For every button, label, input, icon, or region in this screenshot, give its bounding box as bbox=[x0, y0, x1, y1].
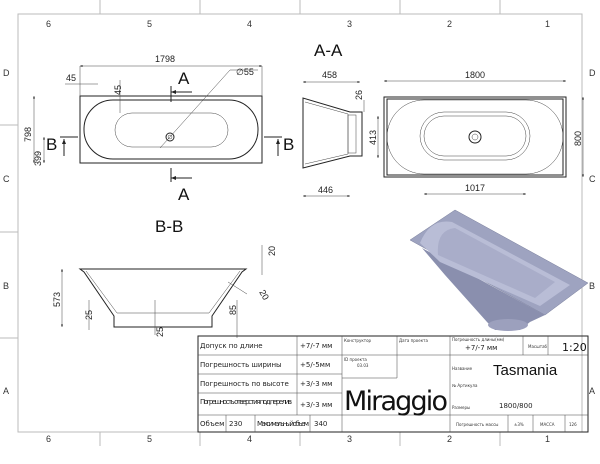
date-label: Дата проекта bbox=[399, 338, 428, 343]
length-tolerance-label: Погрешность длины(мм) bbox=[452, 337, 505, 342]
drawing-frame bbox=[0, 0, 583, 446]
dim-length: 1798 bbox=[155, 54, 175, 64]
dim-half-width: 399 bbox=[33, 151, 43, 166]
section-a-marker: A bbox=[178, 69, 190, 88]
drain-diameter: ∅55 bbox=[236, 67, 254, 77]
mass-value: 126 bbox=[569, 422, 577, 427]
dim-rim: 26 bbox=[354, 90, 364, 100]
column-label: 3 bbox=[347, 434, 352, 444]
tolerance-label: Погрешность отверстия под перелив bbox=[200, 398, 292, 406]
column-label: 4 bbox=[247, 19, 252, 29]
dim-top: 458 bbox=[322, 70, 337, 80]
column-label: 1 bbox=[545, 19, 550, 29]
row-label: A bbox=[589, 386, 595, 396]
length-tolerance-value: +7/-7 мм bbox=[465, 344, 497, 352]
column-label: 3 bbox=[347, 19, 352, 29]
scale-value: 1:20 bbox=[562, 341, 587, 354]
dim-height: 573 bbox=[52, 292, 62, 307]
project-id-label: ID проекта bbox=[344, 357, 367, 362]
size-value: 1800/800 bbox=[499, 402, 533, 410]
dim-rim-top: 45 bbox=[113, 85, 123, 95]
dim-bottom: 25 bbox=[84, 310, 94, 320]
row-label: B bbox=[589, 281, 595, 291]
volume-value: 230 bbox=[229, 420, 242, 428]
section-b-marker: B bbox=[283, 135, 294, 154]
tolerance-value: +7/-7 мм bbox=[300, 342, 332, 350]
column-label: 6 bbox=[46, 19, 51, 29]
mass-tolerance-label: Погрешность массы bbox=[456, 422, 498, 427]
column-label: 5 bbox=[147, 434, 152, 444]
dim-bottom-2: 25 bbox=[155, 327, 165, 337]
max-volume-label: Максимальный объем bbox=[257, 420, 309, 428]
section-aa: A-A 458 446 26 bbox=[302, 41, 365, 197]
dim-wall: 20 bbox=[257, 288, 271, 302]
tolerance-value: +5/-5мм bbox=[300, 361, 330, 369]
row-label: D bbox=[589, 68, 596, 78]
dim-width: 798 bbox=[23, 127, 33, 142]
brand-logo: Miraggio bbox=[344, 386, 448, 417]
bathtub-3d-render bbox=[409, 209, 589, 331]
size-label: Размеры bbox=[452, 405, 470, 410]
dim-length: 1800 bbox=[465, 70, 485, 80]
mass-tolerance-value: ±3% bbox=[514, 422, 524, 427]
article-label: № Артикула bbox=[452, 383, 478, 388]
right-top-view: 1800 800 413 1017 bbox=[368, 70, 584, 195]
tolerance-value: +3/-3 мм bbox=[300, 401, 332, 409]
zone-labels: 6 5 4 3 2 1 6 5 4 3 2 1 D C B A D C B A bbox=[3, 19, 596, 444]
dim-rim: 20 bbox=[267, 246, 277, 256]
row-label: C bbox=[3, 174, 10, 184]
column-label: 2 bbox=[447, 434, 452, 444]
column-label: 2 bbox=[447, 19, 452, 29]
mass-label: МАССА bbox=[540, 422, 555, 427]
name-label: Название bbox=[452, 366, 473, 371]
product-name: Tasmania bbox=[493, 362, 558, 379]
section-aa-title: A-A bbox=[314, 41, 343, 60]
dim-rim-side: 45 bbox=[66, 73, 76, 83]
section-bb-title: B-B bbox=[155, 217, 183, 236]
row-label: D bbox=[3, 68, 10, 78]
volume-label: Объем bbox=[200, 420, 224, 428]
dim-inner-width: 413 bbox=[368, 130, 378, 145]
tolerance-label: Допуск по длине bbox=[200, 342, 263, 350]
project-id-value: 03.03 bbox=[357, 363, 369, 368]
dim-inner-length: 1017 bbox=[465, 183, 485, 193]
max-volume-value: 340 bbox=[314, 420, 327, 428]
row-label: B bbox=[3, 281, 9, 291]
column-label: 4 bbox=[247, 434, 252, 444]
dim-bottom: 446 bbox=[318, 185, 333, 195]
section-b-marker: B bbox=[46, 135, 57, 154]
dim-width: 800 bbox=[573, 131, 583, 146]
scale-label: Масштаб bbox=[528, 344, 548, 349]
title-block: Допуск по длине +7/-7 мм Погрешность шир… bbox=[197, 335, 589, 433]
tolerance-label: Погрешность по высоте bbox=[200, 380, 289, 388]
column-label: 1 bbox=[545, 434, 550, 444]
row-label: A bbox=[3, 386, 9, 396]
top-view: ∅55 1798 45 45 798 399 A A B B bbox=[23, 54, 294, 204]
dim-foot: 85 bbox=[228, 305, 238, 315]
section-a-marker: A bbox=[178, 185, 190, 204]
section-bb: B-B 573 20 20 25 25 85 bbox=[52, 217, 277, 338]
tolerance-label: Погрешность ширины bbox=[200, 361, 282, 369]
designer-label: Конструктор bbox=[344, 338, 372, 343]
column-label: 6 bbox=[46, 434, 51, 444]
row-label: C bbox=[589, 174, 596, 184]
column-label: 5 bbox=[147, 19, 152, 29]
tolerance-value: +3/-3 мм bbox=[300, 380, 332, 388]
